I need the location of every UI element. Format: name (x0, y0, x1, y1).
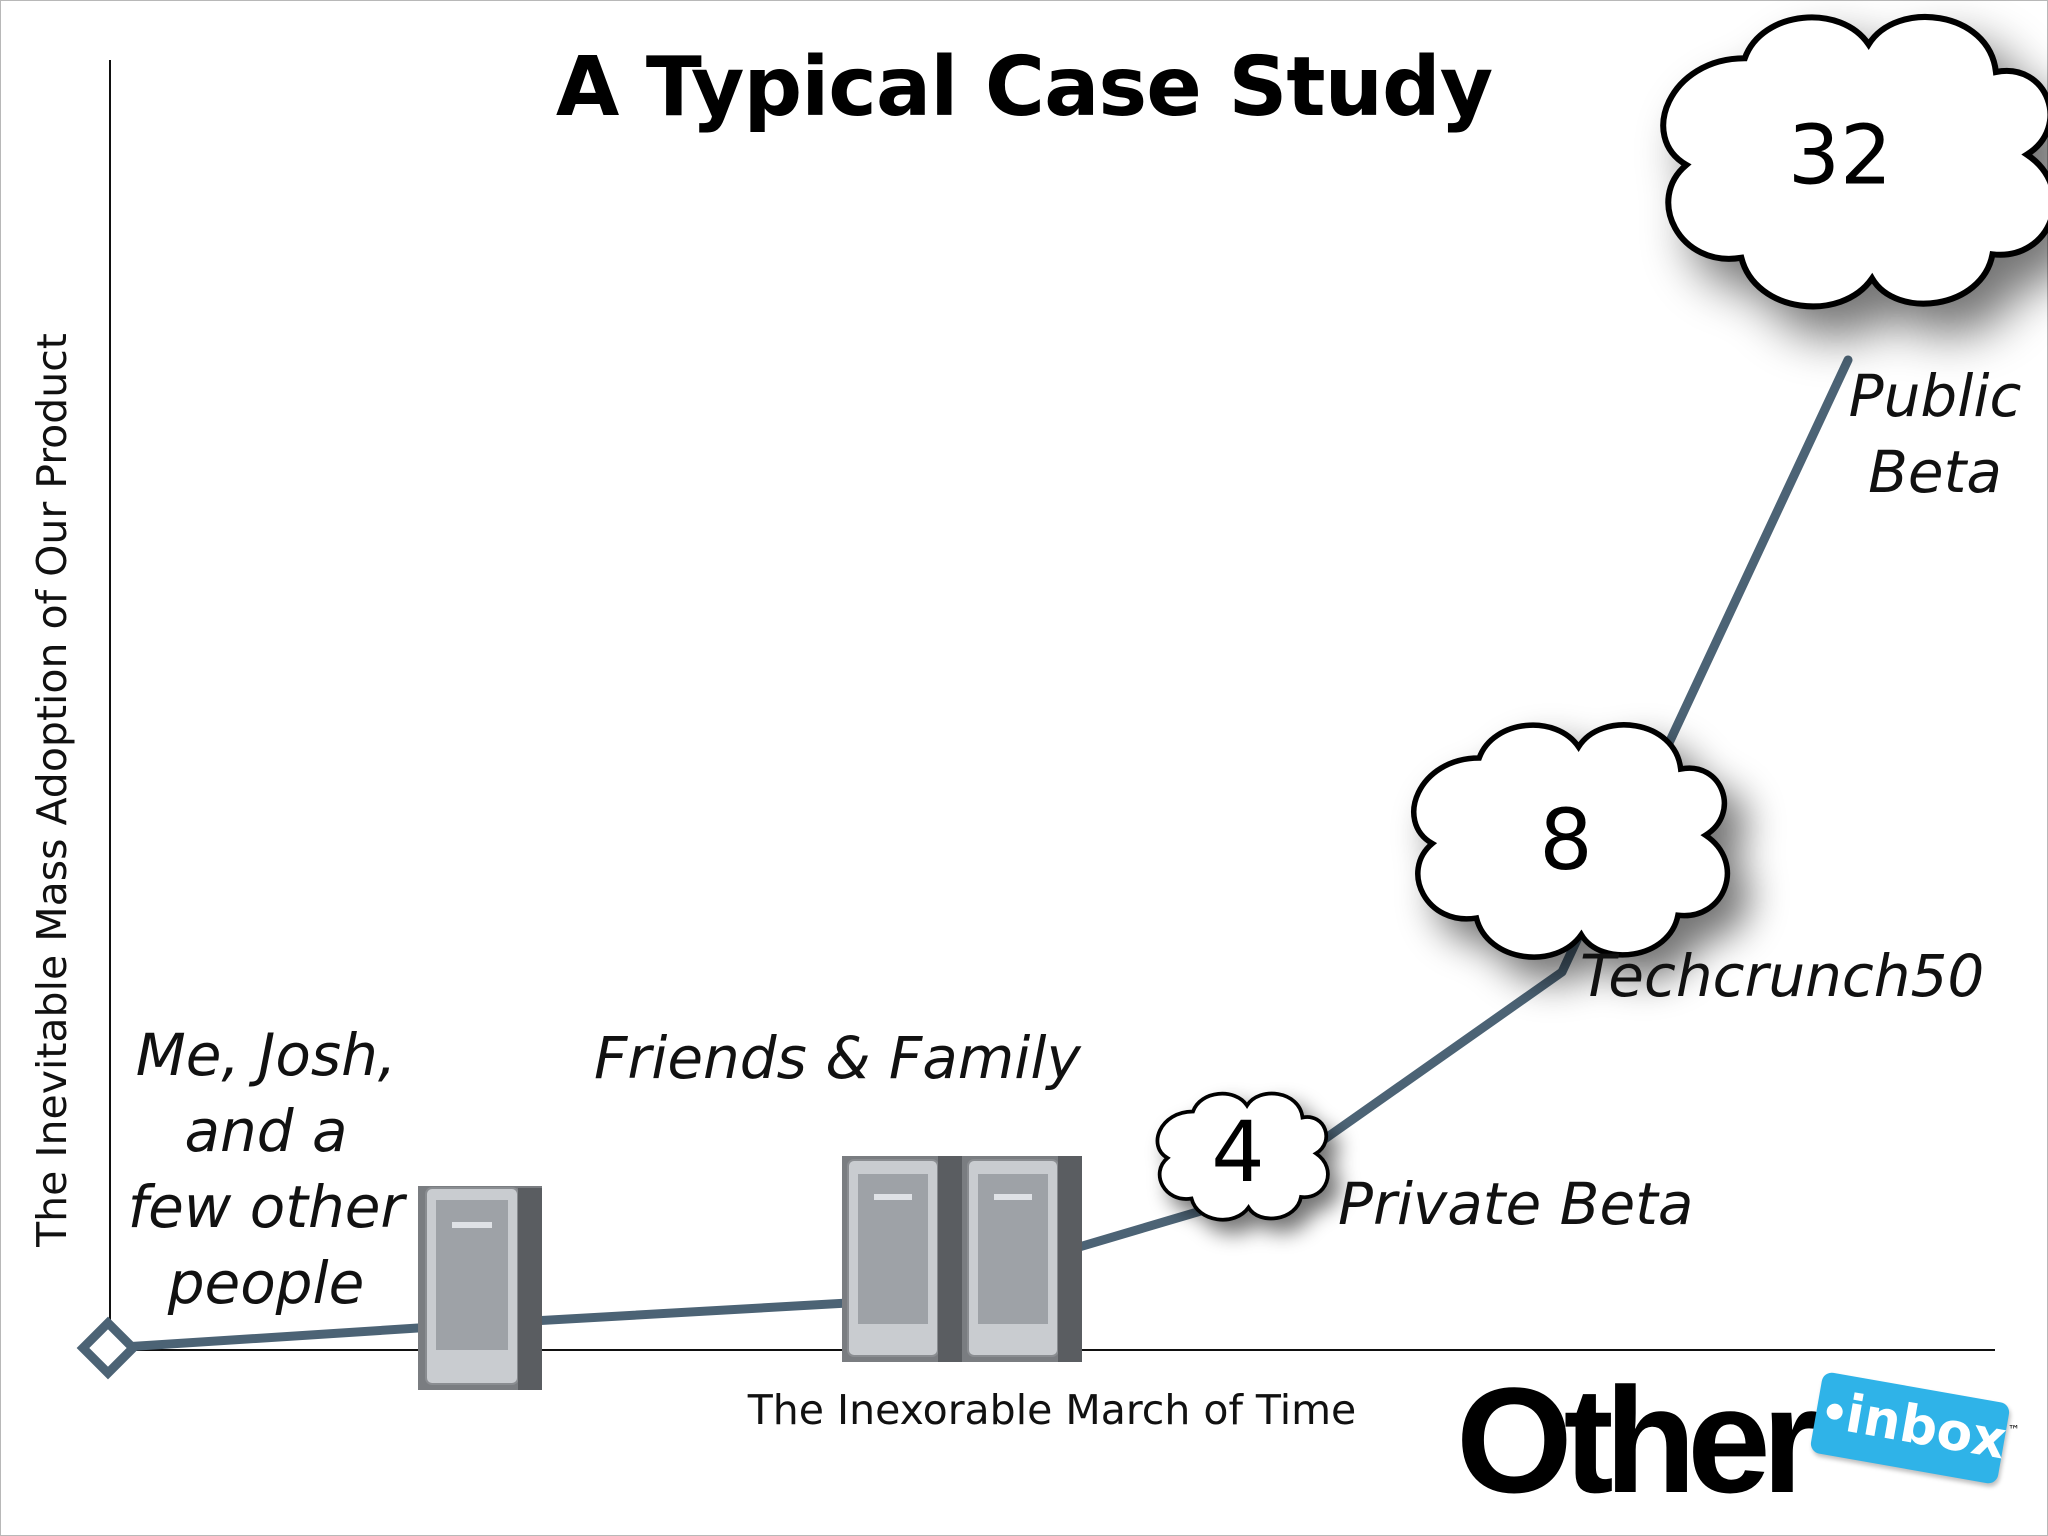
trademark-mark: ™ (2008, 1423, 2020, 1437)
computer-tower-icon (962, 1156, 1082, 1362)
annotation-line: and a (184, 1097, 348, 1165)
cloud-bubble-8 (1411, 722, 1731, 960)
bubble-value-8: 8 (1539, 791, 1593, 889)
bubble-value-32: 32 (1787, 108, 1893, 204)
bubble-value-4: 4 (1211, 1103, 1265, 1201)
annotation-line: few other (127, 1173, 405, 1241)
computer-tower-icon (418, 1186, 542, 1390)
annotation-me-josh: Me, Josh, and a few other people (128, 1017, 405, 1321)
origin-marker (76, 1316, 140, 1380)
x-axis-label: The Inexorable March of Time (747, 1386, 1357, 1434)
annotation-line: people (167, 1249, 365, 1317)
brand-logo-word: Other (1456, 1356, 1820, 1524)
chart-title: A Typical Case Study (555, 40, 1493, 135)
cloud-bubble-32 (1660, 14, 2048, 310)
annotation-friends-family: Friends & Family (594, 1024, 1081, 1092)
y-axis-label: The Inevitable Mass Adoption of Our Prod… (28, 333, 76, 1247)
annotation-private-beta: Private Beta (1338, 1170, 1694, 1238)
annotation-techcrunch50: Techcrunch50 (1580, 942, 1985, 1010)
annotation-public-beta: Public Beta (1849, 358, 2022, 510)
cloud-bubble-4 (1155, 1091, 1330, 1222)
computer-tower-icon (842, 1156, 962, 1362)
annotation-line: Public (1848, 362, 2022, 430)
tag-hole-icon (1825, 1402, 1844, 1421)
annotation-line: Me, Josh, (135, 1021, 397, 1089)
annotation-line: Beta (1868, 438, 2002, 506)
